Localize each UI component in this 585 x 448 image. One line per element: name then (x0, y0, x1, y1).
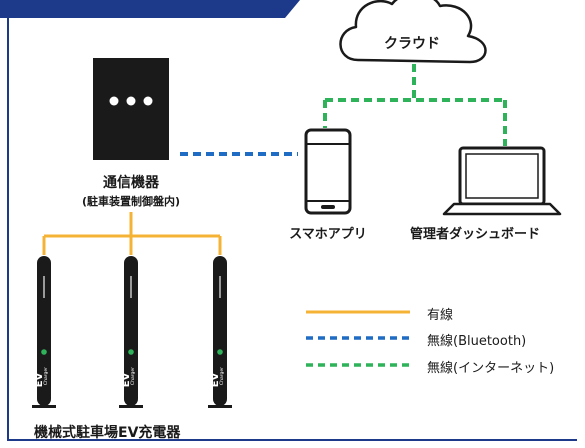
plug-icon (217, 349, 223, 355)
charger-post (213, 256, 227, 406)
charger-base (208, 405, 232, 408)
comm-device-label: 通信機器 (103, 175, 159, 191)
charger-base (32, 405, 56, 408)
plug-icon (41, 349, 47, 355)
charger-badge: EV (210, 372, 221, 387)
charger-brand: Charger (219, 367, 225, 385)
legend-lines (306, 310, 410, 367)
cloud-label: クラウド (384, 36, 440, 52)
charger-badge: EV (121, 372, 132, 387)
charger-post (124, 256, 138, 406)
charger-indicator (130, 276, 132, 298)
plug-icon (128, 349, 134, 355)
internet-links (323, 64, 507, 146)
cloud-icon (339, 0, 487, 64)
diagram-frame (7, 0, 577, 441)
comm-device-icon (93, 58, 169, 160)
charger-brand: Charger (130, 367, 136, 385)
charger-brand: Charger (43, 367, 49, 385)
charger-indicator (43, 276, 45, 298)
charger-indicator (219, 276, 221, 298)
chargers-label: 機械式駐車場EV充電器 (34, 425, 181, 441)
charger-base (119, 405, 143, 408)
charger-post (37, 256, 51, 406)
smartphone-icon (304, 128, 352, 215)
laptop-label: 管理者ダッシュボード (410, 227, 541, 242)
legend-label-internet: 無線(インターネット) (427, 361, 555, 376)
legend-label-bluetooth: 無線(Bluetooth) (427, 334, 527, 349)
header-tab (0, 0, 300, 18)
charger-badge: EV (34, 372, 45, 387)
wired-links (42, 212, 222, 255)
legend-label-wired: 有線 (427, 308, 454, 323)
laptop-icon (442, 146, 562, 216)
comm-device-sublabel: (駐車装置制御盤内) (81, 195, 181, 208)
smartphone-label: スマホアプリ (289, 227, 367, 242)
